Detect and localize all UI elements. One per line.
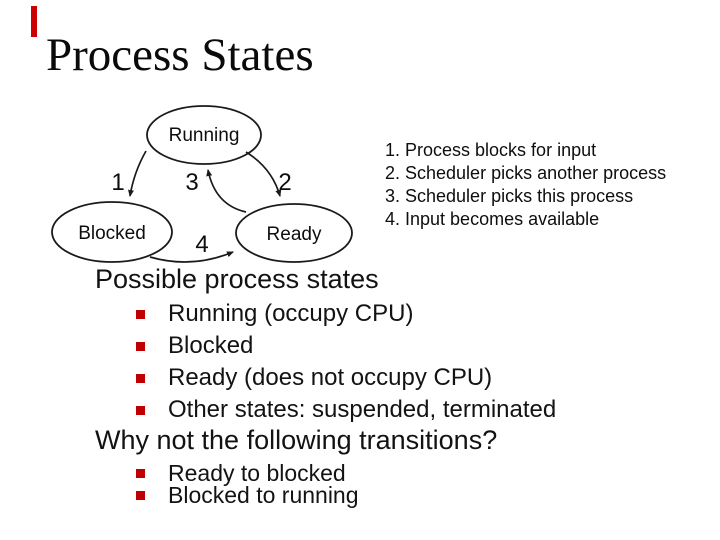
- transition-arrow-4-blocked-to-ready: [149, 251, 234, 263]
- list-item-label: Blocked to running: [168, 481, 359, 508]
- transition-arrow-1-running-to-blocked: [128, 150, 147, 197]
- legend-line-4: 4. Input becomes available: [385, 209, 600, 229]
- state-label-blocked: Blocked: [78, 223, 146, 244]
- heading-why-not-transitions: Why not the following transitions?: [95, 425, 498, 455]
- heading-possible-process-states: Possible process states: [95, 264, 379, 294]
- transition-number-3: 3: [185, 169, 198, 196]
- legend-line-2: 2. Scheduler picks another process: [385, 163, 667, 183]
- list-item: Blocked to running: [136, 481, 359, 508]
- bullet-square-icon: [136, 373, 145, 383]
- slide-title: Process States: [46, 29, 314, 81]
- list-item: Blocked: [136, 330, 556, 362]
- bullet-square-icon: [136, 468, 145, 478]
- list-item-label: Running (occupy CPU): [168, 300, 414, 327]
- transition-arrow-3-ready-to-running: [206, 169, 247, 213]
- list-item: Other states: suspended, terminated: [136, 394, 556, 426]
- state-label-running: Running: [169, 125, 240, 146]
- bullet-square-icon: [136, 309, 145, 319]
- possible-states-list: Running (occupy CPU) Blocked Ready (does…: [136, 298, 556, 426]
- bullet-square-icon: [136, 341, 145, 351]
- legend-line-3: 3. Scheduler picks this process: [385, 186, 634, 206]
- why-not-transitions-list: Ready to blocked Blocked to running: [136, 459, 359, 508]
- list-item-label: Other states: suspended, terminated: [168, 396, 557, 423]
- legend-line-1: 1. Process blocks for input: [385, 140, 597, 160]
- transition-number-2: 2: [278, 169, 291, 196]
- list-item: Running (occupy CPU): [136, 298, 556, 330]
- list-item: Ready to blocked: [136, 459, 359, 486]
- process-state-diagram: Running Blocked Ready 1 2 3 4: [51, 105, 353, 263]
- state-ellipse-ready: [235, 203, 353, 263]
- state-label-ready: Ready: [267, 224, 322, 245]
- state-ellipse-running: [146, 105, 262, 165]
- list-item-label: Ready to blocked: [168, 459, 346, 486]
- list-item-label: Ready (does not occupy CPU): [168, 364, 493, 391]
- state-ellipse-blocked: [51, 201, 173, 263]
- bullet-square-icon: [136, 405, 145, 415]
- transition-number-1: 1: [111, 169, 124, 196]
- bullet-square-icon: [136, 490, 145, 500]
- accent-bar: [31, 6, 37, 37]
- transition-number-4: 4: [195, 231, 208, 258]
- transition-arrow-2-running-to-ready: [245, 151, 282, 197]
- transition-legend: 1. Process blocks for input 2. Scheduler…: [385, 139, 666, 231]
- list-item-label: Blocked: [168, 332, 254, 359]
- list-item: Ready (does not occupy CPU): [136, 362, 556, 394]
